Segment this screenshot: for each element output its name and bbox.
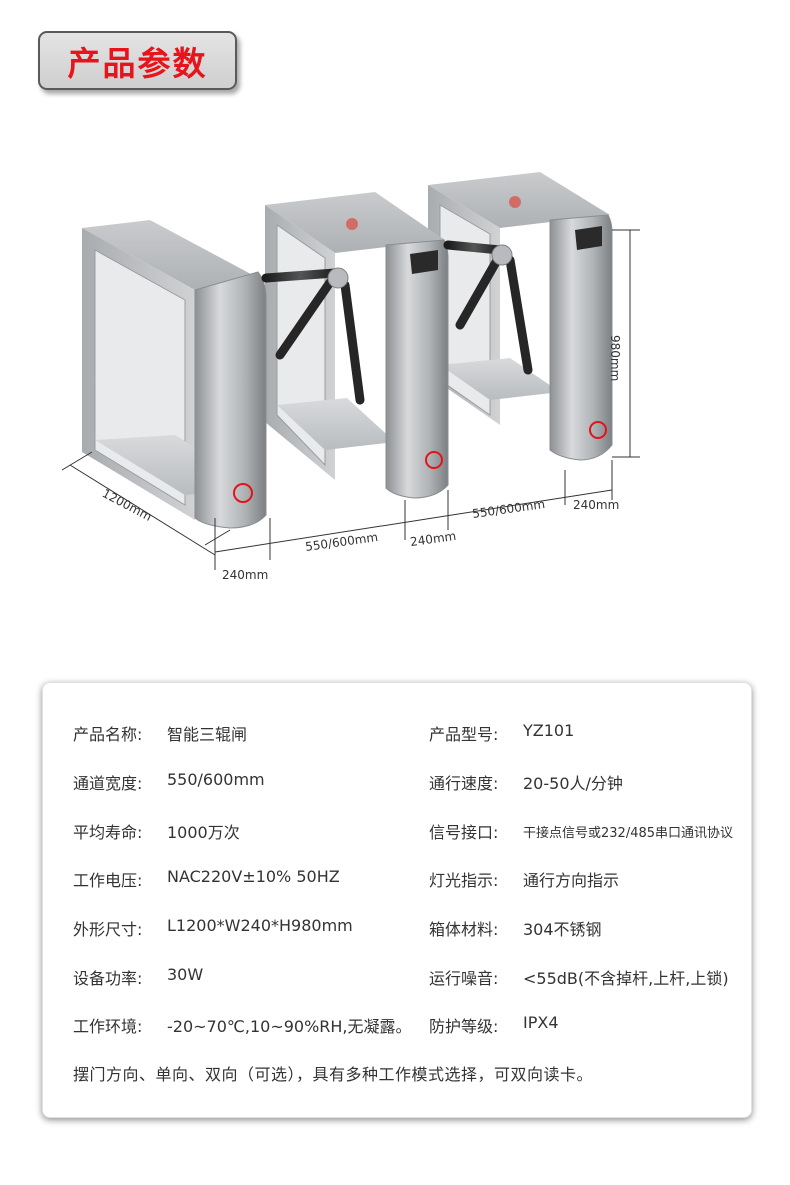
spec-value: 20-50人/分钟 [523, 774, 623, 793]
spec-value: <55dB(不含掉杆,上杆,上锁) [523, 969, 729, 988]
spec-key: 运行噪音: [429, 969, 499, 988]
spec-value: -20~70℃,10~90%RH,无凝露。 [167, 1017, 412, 1036]
spec-key: 产品名称: [73, 725, 143, 744]
dim-width-right: 240mm [573, 498, 620, 512]
spec-key: 工作环境: [73, 1017, 143, 1036]
turnstile-unit-left [82, 220, 365, 529]
spec-row: 平均寿命: 1000万次 信号接口: 干接点信号或232/485串口通讯协议 [43, 819, 751, 843]
spec-value: IPX4 [523, 1013, 559, 1032]
spec-key: 外形尺寸: [73, 920, 143, 939]
spec-key: 工作电压: [73, 871, 143, 890]
spec-value: 550/600mm [167, 770, 265, 789]
spec-key: 通行速度: [429, 774, 499, 793]
spec-row: 通道宽度: 550/600mm 通行速度: 20-50人/分钟 [43, 770, 751, 794]
spec-row: 设备功率: 30W 运行噪音: <55dB(不含掉杆,上杆,上锁) [43, 965, 751, 989]
spec-key: 通道宽度: [73, 774, 143, 793]
spec-key: 防护等级: [429, 1017, 499, 1036]
spec-card: 产品名称: 智能三辊闸 产品型号: YZ101 通道宽度: 550/600mm … [42, 682, 752, 1118]
turnstile-illustration [61, 172, 640, 570]
spec-value: 1000万次 [167, 823, 240, 842]
product-figure: 980mm 1200mm 240mm 550/600mm 240mm 550/6… [0, 160, 790, 600]
page-title: 产品参数 [38, 31, 237, 90]
spec-key: 信号接口: [429, 823, 499, 842]
spec-row: 外形尺寸: L1200*W240*H980mm 箱体材料: 304不锈钢 [43, 916, 751, 940]
spec-value: 通行方向指示 [523, 871, 620, 890]
spec-note: 摆门方向、单向、双向（可选），具有多种工作模式选择，可双向读卡。 [73, 1065, 594, 1084]
spec-value: NAC220V±10% 50HZ [167, 867, 340, 886]
spec-value: 30W [167, 965, 204, 984]
spec-key: 灯光指示: [429, 871, 499, 890]
spec-row: 工作环境: -20~70℃,10~90%RH,无凝露。 防护等级: IPX4 [43, 1013, 751, 1037]
dim-width-left: 240mm [222, 568, 269, 582]
dim-height: 980mm [608, 335, 622, 382]
spec-key: 设备功率: [73, 969, 143, 988]
spec-row: 工作电压: NAC220V±10% 50HZ 灯光指示: 通行方向指示 [43, 867, 751, 891]
spec-key: 箱体材料: [429, 920, 499, 939]
spec-key: 产品型号: [429, 725, 499, 744]
turnstile-unit-middle [265, 192, 533, 499]
spec-value: YZ101 [523, 721, 575, 740]
spec-value: 干接点信号或232/485串口通讯协议 [523, 826, 734, 841]
spec-value: L1200*W240*H980mm [167, 916, 353, 935]
spec-key: 平均寿命: [73, 823, 143, 842]
spec-row: 产品名称: 智能三辊闸 产品型号: YZ101 [43, 721, 751, 745]
spec-value: 智能三辊闸 [167, 725, 248, 744]
dimension-lines [61, 229, 640, 570]
spec-value: 304不锈钢 [523, 920, 602, 939]
